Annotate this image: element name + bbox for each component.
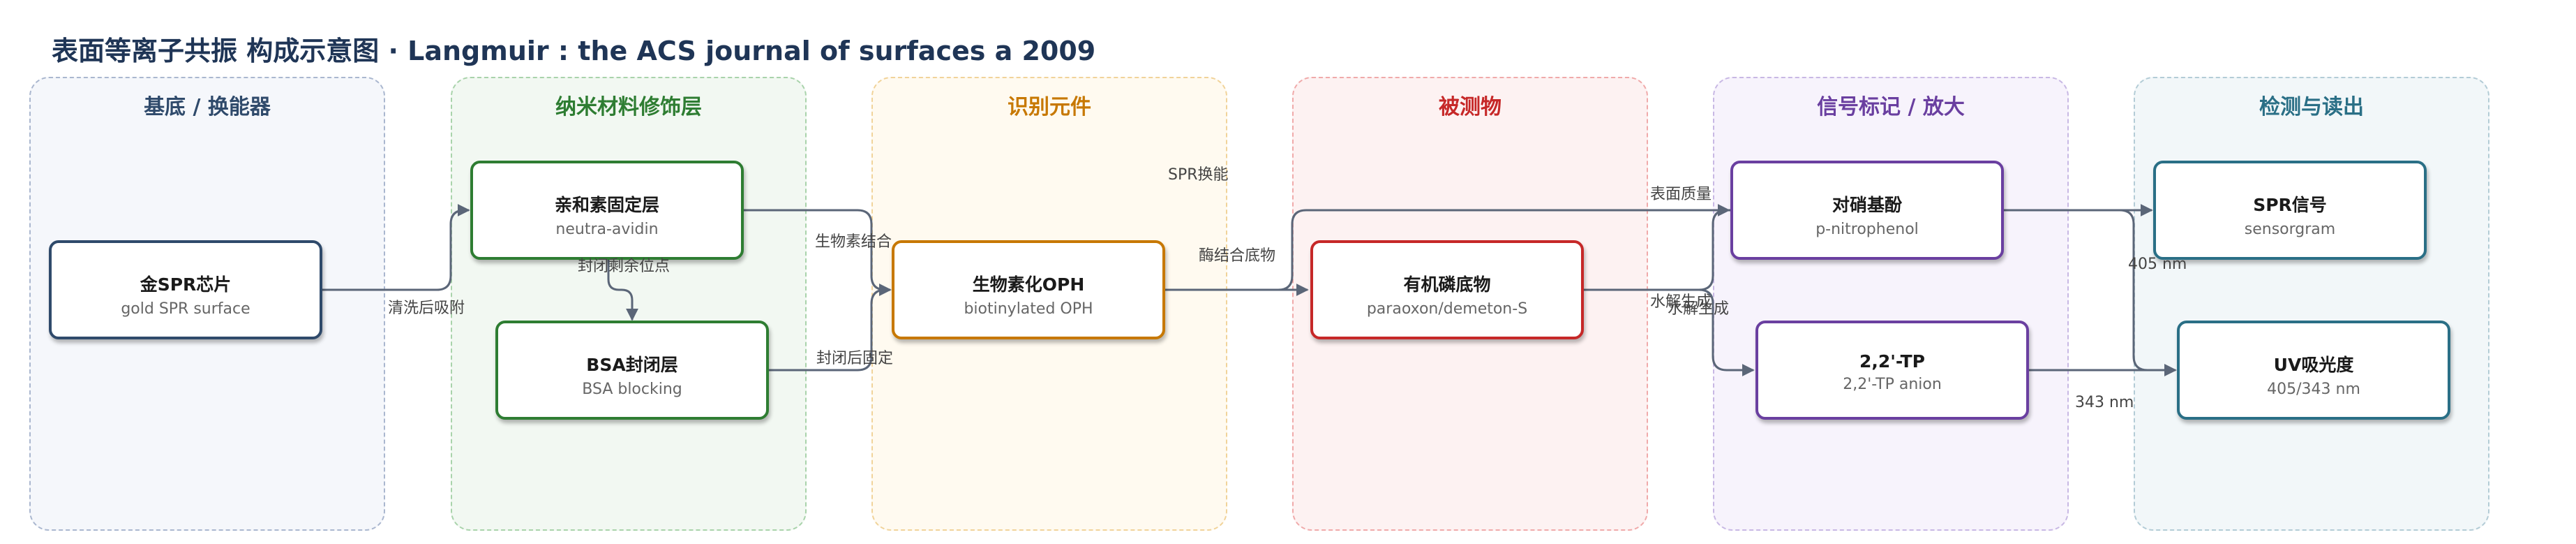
- node-bsa-blocking-subtitle: BSA blocking: [582, 381, 682, 398]
- edge-label-block-sites: 封闭剩余位点: [578, 258, 671, 275]
- node-spr-signal-subtitle: sensorgram: [2244, 221, 2336, 238]
- node-p-nitrophenol-title: 对硝基酚: [1832, 195, 1902, 215]
- node-organophosphate-subtitle: paraoxon/demeton-S: [1366, 300, 1528, 318]
- panel-signal: 信号标记 / 放大: [1713, 77, 2069, 531]
- node-bsa-blocking: BSA封闭层 BSA blocking: [495, 321, 769, 420]
- edge-label-wash-adsorb: 清洗后吸附: [388, 300, 465, 317]
- node-gold-chip-subtitle: gold SPR surface: [121, 300, 250, 318]
- node-gold-chip: 金SPR芯片 gold SPR surface: [49, 240, 322, 339]
- panel-title-readout: 检测与读出: [2259, 95, 2364, 119]
- node-22-tp-subtitle: 2,2'-TP anion: [1843, 376, 1942, 393]
- node-bsa-blocking-title: BSA封闭层: [586, 355, 678, 375]
- node-uv-absorbance-title: UV吸光度: [2273, 355, 2354, 375]
- diagram-title: 表面等离子共振 构成示意图 · Langmuir : the ACS journ…: [52, 36, 1096, 66]
- node-22-tp: 2,2'-TP 2,2'-TP anion: [1755, 321, 2029, 420]
- edge-label-hydrolysis-1: 水解生成: [1650, 293, 1712, 311]
- edge-avidin-bsa: [607, 259, 638, 321]
- node-avidin-layer-subtitle: neutra-avidin: [555, 221, 659, 238]
- panel-title-substrate: 基底 / 换能器: [144, 95, 271, 119]
- edge-label-surface-mass: 表面质量: [1650, 186, 1712, 203]
- node-uv-absorbance: UV吸光度 405/343 nm: [2177, 321, 2450, 420]
- node-avidin-layer: 亲和素固定层 neutra-avidin: [470, 161, 744, 260]
- edge-label-343nm: 343 nm: [2075, 394, 2134, 411]
- node-biotinylated-oph: 生物素化OPH biotinylated OPH: [892, 240, 1165, 339]
- node-biotinylated-oph-subtitle: biotinylated OPH: [964, 300, 1093, 318]
- node-biotinylated-oph-title: 生物素化OPH: [972, 274, 1085, 295]
- edge-gold-avidin: [322, 204, 470, 291]
- panel-title-analyte: 被测物: [1439, 95, 1502, 119]
- node-uv-absorbance-subtitle: 405/343 nm: [2267, 381, 2360, 398]
- edge-bsa-oph: [769, 284, 892, 372]
- panel-title-signal: 信号标记 / 放大: [1817, 95, 1965, 119]
- node-p-nitrophenol: 对硝基酚 p-nitrophenol: [1730, 161, 2004, 260]
- edge-organo-tp: [1584, 288, 1755, 376]
- node-22-tp-title: 2,2'-TP: [1859, 351, 1926, 372]
- node-spr-signal: SPR信号 sensorgram: [2153, 161, 2427, 260]
- panel-title-nano: 纳米材料修饰层: [555, 95, 702, 119]
- node-organophosphate-title: 有机磷底物: [1403, 274, 1491, 295]
- node-spr-signal-title: SPR信号: [2253, 195, 2327, 215]
- panel-nano: 纳米材料修饰层: [451, 77, 807, 531]
- edge-pnp-uv: [2004, 209, 2177, 376]
- edge-organo-pnp: [1584, 204, 1730, 291]
- edge-label-spr-transduce: SPR换能: [1168, 166, 1229, 184]
- edge-label-block-fix: 封闭后固定: [816, 350, 894, 367]
- edge-oph-spr: [1165, 204, 2153, 291]
- edge-label-biotin-bind: 生物素结合: [815, 233, 892, 251]
- panel-title-recognition: 识别元件: [1008, 95, 1091, 119]
- node-organophosphate: 有机磷底物 paraoxon/demeton-S: [1310, 240, 1584, 339]
- edge-label-405nm: 405 nm: [2128, 256, 2187, 273]
- node-avidin-layer-title: 亲和素固定层: [554, 195, 659, 215]
- edge-label-enzyme-substrate: 酶结合底物: [1199, 247, 1276, 265]
- edge-label-hydrolysis-2: 水解生成: [1668, 300, 1730, 318]
- node-p-nitrophenol-subtitle: p-nitrophenol: [1815, 221, 1919, 238]
- panel-readout: 检测与读出: [2134, 77, 2489, 531]
- node-gold-chip-title: 金SPR芯片: [140, 274, 232, 295]
